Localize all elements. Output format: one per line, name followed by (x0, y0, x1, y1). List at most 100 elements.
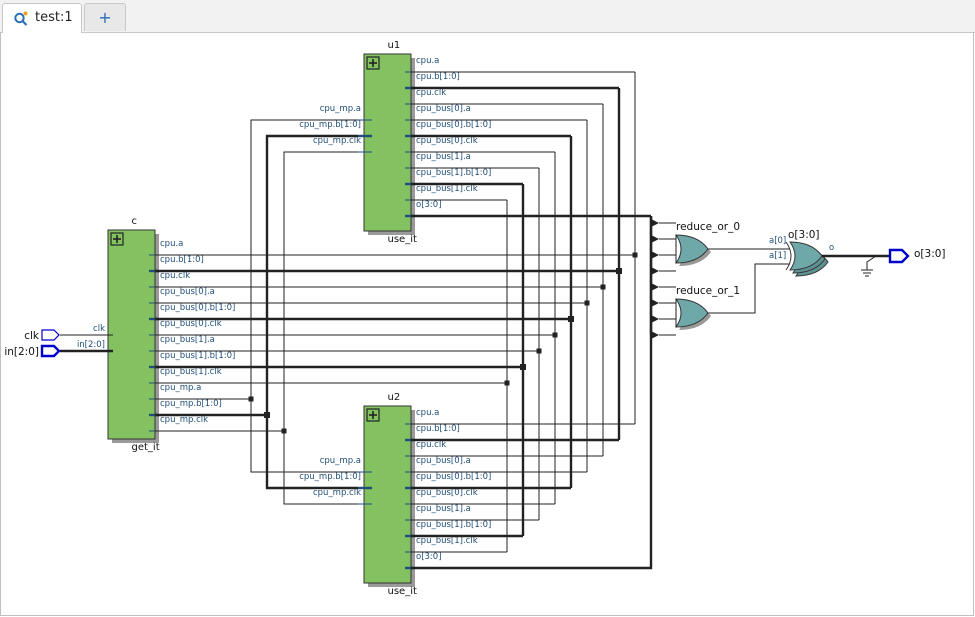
cpu-mp-wire (283, 151, 358, 505)
expand-icon[interactable] (366, 408, 380, 422)
cpu-mp-wire (265, 134, 358, 490)
bus-ripper-arrow (651, 331, 659, 339)
pin-label: cpu_bus[1].clk (160, 367, 222, 377)
instance-block-u2[interactable] (363, 405, 412, 584)
wire-junction (632, 252, 638, 258)
expand-icon[interactable] (110, 232, 124, 246)
add-tab-icon: + (98, 8, 112, 27)
u2-o-bus (411, 216, 653, 570)
xor-gate-curve (785, 241, 792, 271)
instance-name: u2 (388, 392, 401, 403)
wire-junction (520, 364, 526, 370)
wire-junction (600, 284, 606, 290)
wire-junction (552, 332, 558, 338)
bus-ripper-arrow (651, 299, 659, 307)
pin-label: cpu_bus[1].a (416, 152, 471, 162)
input-port-clk-label: clk (24, 330, 40, 342)
input-port-in[interactable] (40, 344, 61, 358)
xor-input-label: a[0] (769, 236, 786, 246)
bus-ripper-arrow (651, 219, 659, 227)
input-port-in-label: in[2:0] (4, 346, 39, 358)
instance-name: c (132, 216, 138, 227)
output-port-o-label: o[3:0] (914, 248, 946, 260)
wire-junction (248, 396, 254, 402)
or-gate-1[interactable] (675, 298, 709, 328)
wire-junction (264, 412, 270, 418)
schematic-search-icon (14, 11, 28, 26)
pin-label: cpu_mp.b[1:0] (299, 120, 361, 130)
pin-label: cpu_mp.a (320, 456, 361, 466)
pin-label: cpu.clk (416, 88, 446, 98)
xor-output-label: o (829, 243, 834, 253)
bus-ripper-arrow (651, 283, 659, 291)
schematic-canvas[interactable] (0, 32, 974, 616)
or-gate-0[interactable] (675, 234, 709, 264)
instance-block-c[interactable] (107, 229, 156, 440)
pin-label: cpu_bus[1].clk (416, 536, 478, 546)
or-gate-0-label: reduce_or_0 (676, 221, 740, 233)
wire-junction (616, 268, 622, 274)
output-port-o[interactable] (888, 248, 910, 264)
pin-label: cpu_bus[1].clk (416, 184, 478, 194)
pin-label: cpu_mp.b[1:0] (160, 399, 222, 409)
expand-icon[interactable] (366, 56, 380, 70)
bus-ripper-arrow (651, 267, 659, 275)
cpu-mp-wire (250, 119, 358, 473)
input-port-clk[interactable] (41, 329, 60, 341)
pin-label: cpu_bus[1].b[1:0] (416, 168, 491, 178)
module-name: use_it (388, 234, 417, 245)
pin-label: cpu_bus[0].a (416, 456, 471, 466)
pin-label: cpu.b[1:0] (416, 72, 460, 82)
pin-label: cpu_bus[1].b[1:0] (416, 520, 491, 530)
pin-label: cpu.a (160, 239, 183, 249)
wire-junction (504, 380, 510, 386)
xor-gate[interactable] (789, 241, 823, 271)
pin-label: o[3:0] (416, 200, 442, 210)
pin-label: cpu_bus[1].a (416, 504, 471, 514)
add-tab-button[interactable]: + (84, 3, 126, 31)
pin-label: cpu_bus[1].a (160, 335, 215, 345)
module-name: get_it (132, 442, 160, 453)
tab-label: test:1 (35, 10, 73, 25)
pin-label: cpu_mp.b[1:0] (299, 472, 361, 482)
pin-label: cpu_bus[0].b[1:0] (416, 472, 491, 482)
pin-label: cpu.clk (160, 271, 190, 281)
pin-label: cpu_mp.a (320, 104, 361, 114)
module-name: use_it (388, 586, 417, 597)
pin-label: cpu_bus[0].a (160, 287, 215, 297)
instance-block-u1[interactable] (363, 53, 412, 232)
pin-label: cpu.a (416, 56, 439, 66)
or1-output-wire (708, 263, 790, 314)
pin-label: cpu_bus[0].clk (416, 488, 478, 498)
pin-label: cpu.a (416, 408, 439, 418)
pin-label: cpu.b[1:0] (416, 424, 460, 434)
instance-name: u1 (388, 40, 401, 51)
bus-ripper-arrow (651, 251, 659, 259)
pin-label: cpu_bus[1].b[1:0] (160, 351, 235, 361)
tab-bar: test:1 + (0, 0, 975, 33)
pin-label: o[3:0] (416, 552, 442, 562)
bus-ripper-arrow (651, 315, 659, 323)
pin-label: cpu_mp.clk (313, 488, 361, 498)
wire-junction (568, 316, 574, 322)
pin-label: cpu_bus[0].a (416, 104, 471, 114)
tab-test-1[interactable]: test:1 (2, 3, 82, 33)
pin-label: cpu_bus[0].clk (160, 319, 222, 329)
wire-junction (281, 428, 287, 434)
pin-label: cpu_mp.clk (160, 415, 208, 425)
pin-label: cpu.b[1:0] (160, 255, 204, 265)
pin-label: cpu.clk (416, 440, 446, 450)
ground-wire (866, 255, 877, 270)
pin-label: cpu_mp.a (160, 383, 201, 393)
bus-ripper-arrow (651, 235, 659, 243)
pin-label: cpu_bus[0].b[1:0] (160, 303, 235, 313)
xor-input-label: a[1] (769, 251, 786, 261)
pin-label: cpu_bus[0].clk (416, 136, 478, 146)
pin-label: cpu_bus[0].b[1:0] (416, 120, 491, 130)
pin-label: clk (93, 324, 105, 334)
pin-label: cpu_mp.clk (313, 136, 361, 146)
pin-label: in[2:0] (77, 340, 105, 350)
wire-junction (536, 348, 542, 354)
or-gate-1-label: reduce_or_1 (676, 285, 740, 297)
